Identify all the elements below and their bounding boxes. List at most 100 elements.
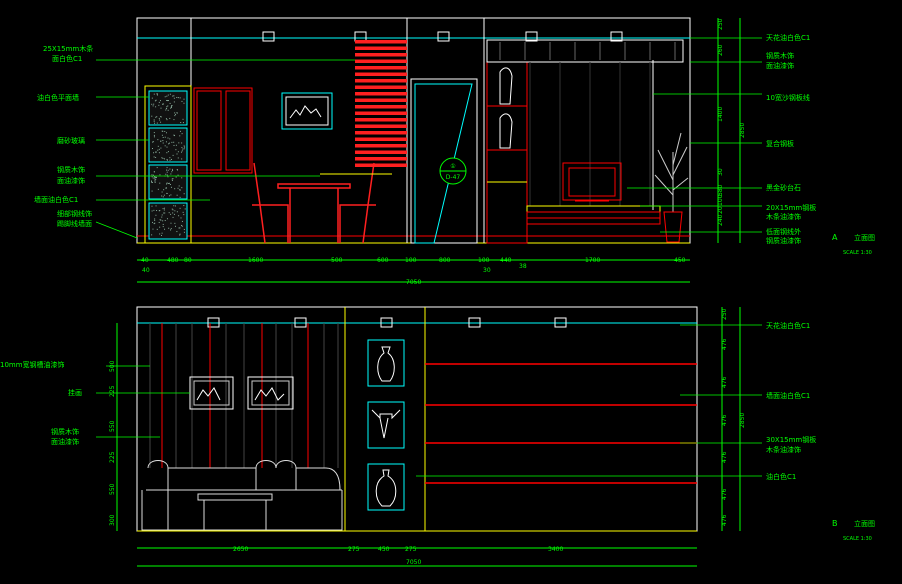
glass-speckle <box>152 141 154 143</box>
glass-speckle <box>176 96 178 98</box>
glass-speckle <box>168 227 170 229</box>
glass-speckle <box>151 205 153 207</box>
ceiling-lights <box>262 31 623 42</box>
wood-slat <box>355 66 407 70</box>
glass-speckle <box>167 137 169 139</box>
glass-speckle <box>183 228 185 230</box>
glass-speckle <box>167 100 169 102</box>
glass-speckle <box>153 152 155 154</box>
glass-speckle <box>183 205 185 207</box>
label-b-right: 油白色C1 <box>766 472 796 481</box>
glass-speckle <box>160 219 162 221</box>
wood-slat <box>355 53 407 57</box>
glass-speckle <box>169 229 171 231</box>
glass-speckle <box>153 156 155 158</box>
glass-speckle <box>182 122 184 124</box>
dim-a-right: 20 <box>717 206 724 214</box>
glass-speckle <box>168 195 170 197</box>
leader-lines <box>95 37 762 477</box>
glass-speckle <box>174 188 176 190</box>
glass-speckle <box>155 178 157 180</box>
glass-speckle <box>181 225 183 227</box>
dim-b-total-height: 2850 <box>739 413 746 428</box>
dim-b-total: 7050 <box>406 559 421 566</box>
glass-speckle <box>161 216 163 218</box>
dim-a: 480 <box>167 257 179 264</box>
glass-speckle <box>171 208 173 210</box>
elevation-a <box>136 17 741 283</box>
glass-speckle <box>159 219 161 221</box>
glass-speckle <box>151 176 153 178</box>
dim-a: 40 <box>141 257 149 264</box>
dim-a: 38 <box>519 263 527 270</box>
glass-speckle <box>177 97 179 99</box>
dim-b-left: 550 <box>109 420 116 432</box>
glass-speckle <box>165 118 167 120</box>
glass-speckle <box>159 100 161 102</box>
glass-speckle <box>165 187 167 189</box>
glass-speckle <box>152 105 154 107</box>
glass-speckle <box>153 119 155 121</box>
glass-speckle <box>154 176 156 178</box>
glass-speckle <box>166 182 168 184</box>
elevation-b-letter: B <box>832 519 838 528</box>
glass-speckle <box>153 93 155 95</box>
glass-speckle <box>162 142 164 144</box>
glass-speckle <box>159 226 161 228</box>
glass-speckle <box>169 157 171 159</box>
glass-speckle <box>154 122 156 124</box>
glass-speckle <box>169 93 171 95</box>
glass-speckle <box>168 143 170 145</box>
dim-a: 500 <box>331 257 343 264</box>
glass-speckle <box>167 105 169 107</box>
glass-speckle <box>162 103 164 105</box>
glass-speckle <box>153 132 155 134</box>
glass-speckle <box>178 215 180 217</box>
dim-a: 80 <box>184 257 192 264</box>
glass-speckle <box>155 151 157 153</box>
glass-speckle <box>172 209 174 211</box>
glass-speckle <box>153 103 155 105</box>
glass-speckle <box>174 115 176 117</box>
glass-speckle <box>179 189 181 191</box>
label-b-right: 30X15mm钢板 <box>766 435 816 444</box>
glass-speckle <box>151 181 153 183</box>
label-a-left: 25X15mm木条 <box>43 44 93 53</box>
glass-speckle <box>164 212 166 214</box>
glass-speckle <box>168 182 170 184</box>
glass-speckle <box>183 231 185 233</box>
glass-speckle <box>167 151 169 153</box>
glass-speckle <box>161 234 163 236</box>
glass-speckle <box>171 178 173 180</box>
glass-speckle <box>173 205 175 207</box>
glass-speckle <box>163 189 165 191</box>
glass-speckle <box>181 151 183 153</box>
tv-set <box>562 162 622 202</box>
wood-slat <box>355 92 407 96</box>
dim-a: 600 <box>377 257 389 264</box>
glass-speckle <box>167 109 169 111</box>
dim-a-total: 7050 <box>406 279 421 286</box>
glass-speckle <box>166 192 168 194</box>
frosted-glass-column <box>144 85 192 244</box>
glass-speckle <box>151 234 153 236</box>
glass-speckle <box>179 234 181 236</box>
glass-speckle <box>177 151 179 153</box>
glass-speckle <box>156 93 158 95</box>
glass-speckle <box>159 209 161 211</box>
wood-slat <box>355 85 407 89</box>
glass-speckle <box>173 119 175 121</box>
section-mark-sheet: D-47 <box>446 174 461 181</box>
glass-speckle <box>151 221 153 223</box>
glass-speckle <box>164 96 166 98</box>
label-a-right: 10宽沙钢板线 <box>766 93 810 102</box>
glass-speckle <box>161 130 163 132</box>
dim-a: 800 <box>439 257 451 264</box>
wood-slat <box>355 72 407 76</box>
glass-speckle <box>151 180 153 182</box>
glass-speckle <box>176 169 178 171</box>
dim-b-right: 476 <box>721 514 728 526</box>
glass-speckle <box>163 207 165 209</box>
